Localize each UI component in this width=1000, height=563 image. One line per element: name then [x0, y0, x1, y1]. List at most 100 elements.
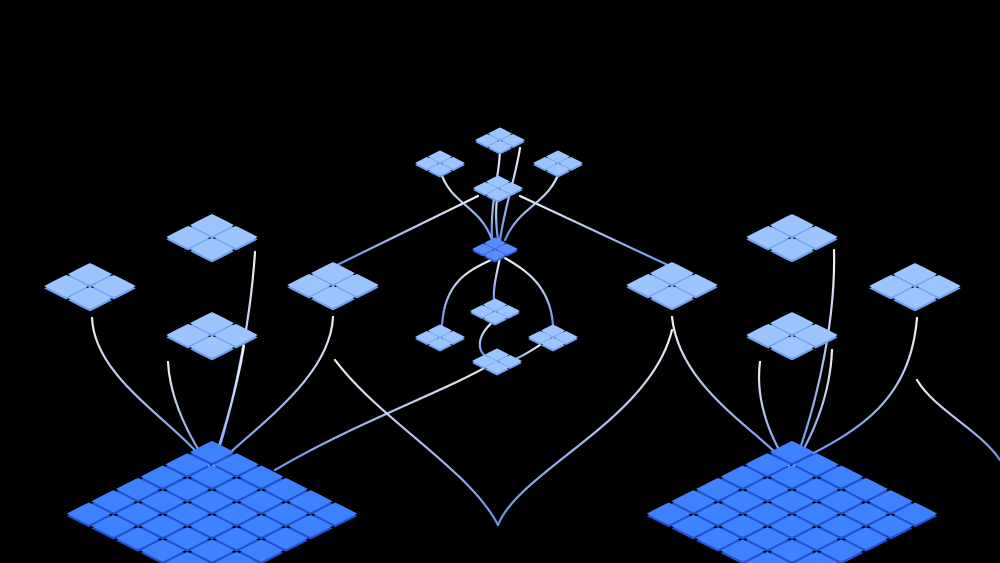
grid-tile	[239, 490, 284, 515]
tile	[190, 335, 234, 361]
grid-tile	[819, 490, 864, 515]
tile	[488, 140, 512, 155]
grid-tile	[263, 477, 308, 503]
grid-tile	[190, 514, 234, 540]
grid-tile	[794, 502, 839, 528]
connector-line-16	[798, 316, 919, 462]
grid-tile	[794, 453, 839, 478]
grid-tile	[893, 502, 938, 528]
grid-tile	[843, 477, 888, 503]
connector-lines	[90, 146, 1000, 563]
tile	[770, 237, 814, 263]
grid-tile	[91, 490, 136, 515]
grid-tile	[794, 527, 839, 552]
grid-tile	[116, 502, 161, 528]
tile	[68, 286, 112, 312]
cluster-right-top	[746, 214, 838, 263]
grid-tile	[190, 539, 234, 563]
tile	[311, 285, 355, 311]
connector-line-23	[503, 168, 562, 242]
tile	[546, 163, 570, 178]
grid-tile	[116, 477, 161, 503]
foundation-grid-right	[646, 441, 938, 563]
grid-tile	[696, 477, 741, 503]
grid-tile	[770, 514, 814, 540]
grid-tile	[214, 527, 259, 552]
grid-tile	[91, 514, 136, 540]
tile	[558, 157, 583, 171]
grid-tile	[819, 465, 864, 491]
tile	[440, 331, 465, 345]
cluster-center-lower-left	[415, 324, 465, 352]
grid-tile	[770, 490, 814, 515]
grid-tile	[770, 441, 814, 466]
grid-tile	[696, 502, 741, 528]
tile	[44, 275, 89, 300]
cluster-center-top	[475, 127, 525, 155]
grid-tile	[868, 490, 913, 515]
grid-tile	[288, 490, 333, 515]
grid-tile	[720, 514, 765, 540]
tile	[541, 337, 565, 352]
tile	[626, 274, 671, 299]
grid-tile	[313, 502, 358, 528]
grid-tile	[745, 502, 790, 528]
grid-tile	[868, 514, 913, 540]
grid-tile	[140, 465, 185, 491]
cluster-center-core	[472, 237, 518, 263]
connector-line-27	[503, 256, 555, 327]
grid-tile	[165, 453, 210, 478]
grid-tile	[214, 477, 259, 503]
tile	[497, 355, 522, 369]
grid-tile	[239, 465, 284, 491]
tile	[484, 249, 506, 263]
cluster-center-lower	[470, 298, 520, 326]
grid-tile	[745, 477, 790, 503]
grid-tile	[165, 527, 210, 552]
grid-tile	[720, 539, 765, 563]
connector-line-22	[438, 168, 494, 242]
grid-tile	[165, 551, 210, 563]
cluster-right-outer	[869, 263, 961, 312]
grid-tile	[794, 477, 839, 503]
grid-tile	[671, 514, 716, 540]
cluster-left-inner	[287, 262, 379, 311]
cluster-left-middle	[166, 312, 258, 361]
grid-tile	[720, 490, 765, 515]
tile	[746, 324, 791, 349]
tile	[190, 237, 234, 263]
grid-tile	[214, 453, 259, 478]
connector-line-9	[333, 358, 500, 527]
grid-tile	[190, 441, 234, 466]
connector-line-19	[496, 328, 674, 527]
connector-line-8	[273, 358, 500, 472]
tile	[428, 337, 452, 352]
grid-tile	[288, 514, 333, 540]
cluster-right-middle	[746, 312, 838, 361]
cluster-center-top-left	[415, 150, 465, 178]
tile	[428, 163, 452, 178]
cluster-center-bottom	[472, 348, 522, 376]
tile-clusters	[44, 127, 961, 376]
cluster-center-lower-right	[528, 324, 578, 352]
grid-tile	[696, 527, 741, 552]
connector-line-7	[331, 194, 480, 269]
grid-tile	[794, 551, 839, 563]
grid-tile	[140, 539, 185, 563]
connector-line-11	[518, 194, 674, 269]
foundation-grids	[66, 441, 938, 563]
grid-tile	[66, 502, 111, 528]
foundation-grid-left	[66, 441, 358, 563]
grid-tile	[140, 490, 185, 515]
grid-tile	[843, 502, 888, 528]
tile	[893, 286, 937, 312]
grid-tile	[116, 527, 161, 552]
grid-tile	[819, 539, 864, 563]
connector-line-25	[440, 256, 497, 327]
cluster-center-upper	[473, 175, 523, 203]
grid-tile	[214, 502, 259, 528]
grid-tile	[239, 539, 284, 563]
cluster-center-top-right	[533, 150, 583, 178]
tile	[483, 311, 507, 326]
